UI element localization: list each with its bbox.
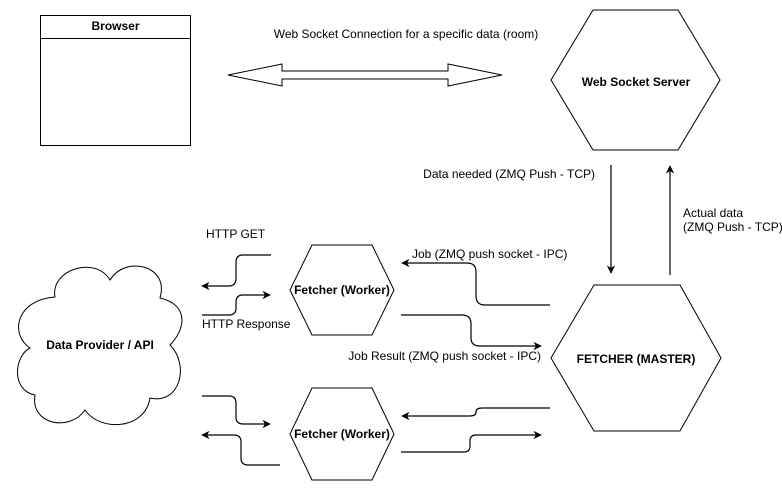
- arrow-left-icon: [201, 430, 280, 466]
- browser-label: Browser: [91, 19, 139, 33]
- actual-data-edge[interactable]: Actual data (ZMQ Push - TCP): [665, 165, 782, 275]
- arrow-left-icon: [401, 407, 550, 421]
- job-result-label: Job Result (ZMQ push socket - IPC): [348, 349, 541, 363]
- fetcher-master-label: FETCHER (MASTER): [577, 352, 696, 366]
- http-response-2-edge[interactable]: [202, 395, 271, 429]
- websocket-server-label: Web Socket Server: [582, 75, 691, 89]
- browser-node[interactable]: Browser: [40, 15, 191, 146]
- job-2-edge[interactable]: [401, 407, 550, 421]
- ws-connection-label: Web Socket Connection for a specific dat…: [274, 27, 539, 41]
- job-result-2-edge[interactable]: [401, 430, 542, 453]
- arrow-right-icon: [401, 314, 542, 351]
- worker-2-node[interactable]: Fetcher (Worker): [289, 387, 395, 481]
- http-get-edge[interactable]: HTTP GET: [201, 227, 271, 291]
- data-needed-label: Data needed (ZMQ Push - TCP): [423, 167, 595, 181]
- worker-1-hexagon: [289, 244, 395, 336]
- worker-2-hexagon: [289, 387, 395, 481]
- fetcher-master-node[interactable]: FETCHER (MASTER): [550, 284, 722, 432]
- job-label: Job (ZMQ push socket - IPC): [412, 247, 567, 261]
- arrow-left-icon: [201, 254, 271, 291]
- http-response-edge[interactable]: HTTP Response: [202, 290, 291, 331]
- http-get-label: HTTP GET: [206, 227, 266, 241]
- ws-connection-edge[interactable]: Web Socket Connection for a specific dat…: [227, 27, 539, 87]
- http-response-label: HTTP Response: [202, 317, 291, 331]
- actual-data-label-line2: (ZMQ Push - TCP): [683, 220, 782, 234]
- actual-data-label-line1: Actual data: [683, 206, 743, 220]
- arrow-right-icon: [202, 290, 271, 316]
- job-edge[interactable]: Job (ZMQ push socket - IPC): [401, 247, 567, 306]
- arrow-right-icon: [401, 430, 542, 453]
- worker-1-label: Fetcher (Worker): [294, 283, 390, 297]
- data-provider-node[interactable]: Data Provider / API: [17, 265, 183, 426]
- data-provider-cloud: [17, 265, 183, 426]
- http-get-2-edge[interactable]: [201, 430, 280, 466]
- arrow-left-icon: [401, 258, 550, 306]
- job-result-edge[interactable]: Job Result (ZMQ push socket - IPC): [348, 314, 542, 363]
- worker-1-node[interactable]: Fetcher (Worker): [289, 244, 395, 336]
- arrow-right-icon: [202, 395, 271, 429]
- websocket-server-node[interactable]: Web Socket Server: [550, 9, 721, 151]
- data-needed-edge[interactable]: Data needed (ZMQ Push - TCP): [423, 165, 616, 274]
- double-arrow-icon: [227, 63, 503, 87]
- worker-2-label: Fetcher (Worker): [294, 427, 390, 441]
- websocket-server-hexagon: [550, 9, 721, 151]
- browser-box: [40, 15, 191, 146]
- fetcher-master-hexagon: [550, 284, 722, 432]
- data-provider-label: Data Provider / API: [46, 338, 154, 352]
